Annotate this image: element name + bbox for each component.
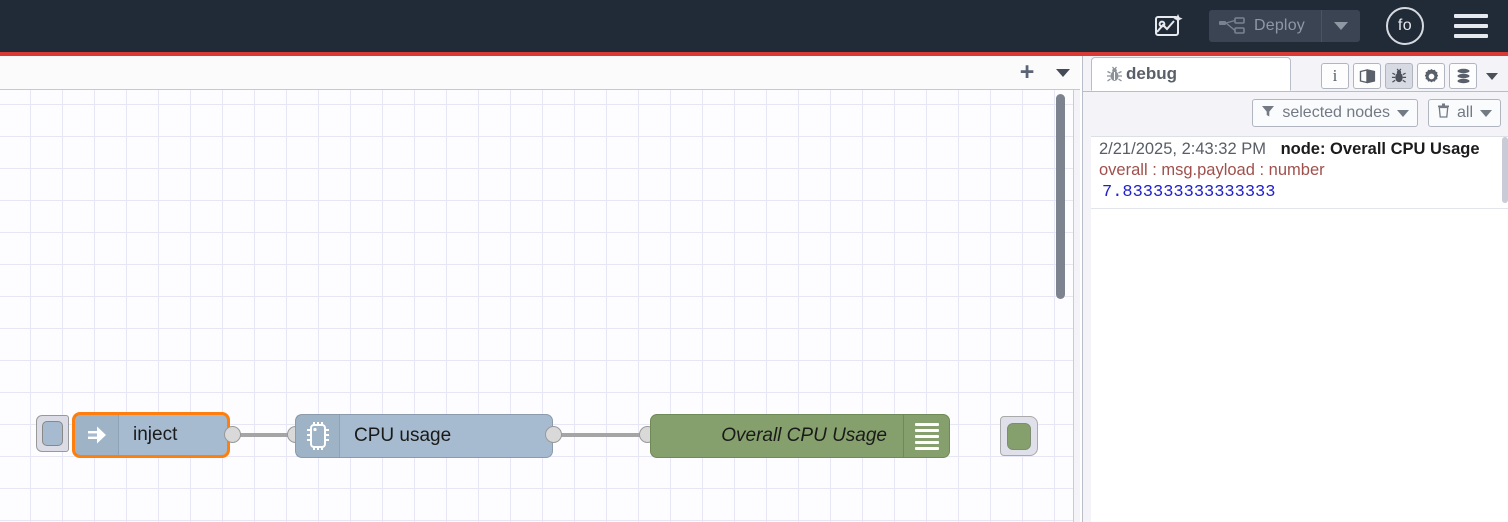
debug-clear-button[interactable]: all: [1427, 99, 1501, 127]
info-tab-icon[interactable]: i: [1321, 63, 1349, 89]
hamburger-menu-icon[interactable]: [1454, 11, 1488, 41]
filter-funnel-icon: [1261, 104, 1275, 123]
chevron-down-icon: [1480, 109, 1492, 117]
help-book-icon[interactable]: [1353, 63, 1381, 89]
app-header: Deploy fo: [0, 0, 1508, 52]
ai-flow-generate-icon[interactable]: [1147, 4, 1191, 48]
node-inject-label: inject: [133, 424, 178, 445]
bug-icon: [1106, 66, 1123, 83]
trash-icon: [1437, 103, 1450, 123]
inject-trigger-glyph: [42, 421, 63, 446]
debug-enable-toggle[interactable]: [1000, 416, 1038, 456]
add-flow-button[interactable]: +: [1019, 58, 1035, 86]
debug-tab-icon[interactable]: [1385, 63, 1413, 89]
debug-enable-glyph: [1007, 422, 1031, 450]
sidebar: debug i: [1082, 56, 1508, 522]
flow-tab-bar: +: [0, 56, 1080, 90]
sidebar-tab-bar: debug i: [1083, 56, 1508, 92]
context-data-icon[interactable]: [1449, 63, 1477, 89]
header-actions: Deploy fo: [1147, 4, 1508, 48]
deploy-nodes-icon: [1218, 17, 1245, 35]
wire-cpu-to-debug[interactable]: [553, 433, 651, 437]
debug-message-header: 2/21/2025, 2:43:32 PM node: Overall CPU …: [1099, 140, 1508, 159]
node-debug-label: Overall CPU Usage: [721, 425, 887, 446]
node-inject[interactable]: inject: [72, 412, 230, 458]
inject-trigger-button[interactable]: [36, 415, 69, 452]
port-inject-output[interactable]: [224, 426, 241, 443]
debug-node-filter-button[interactable]: selected nodes: [1252, 99, 1418, 127]
sidebar-tool-buttons: i: [1321, 63, 1508, 91]
port-cpu-output[interactable]: [545, 426, 562, 443]
deploy-divider: [1321, 10, 1322, 42]
sidebar-more-menu-button[interactable]: [1481, 63, 1503, 89]
debug-message-value: 7.833333333333333: [1102, 183, 1276, 202]
deploy-dropdown-toggle[interactable]: [1322, 10, 1360, 42]
microchip-icon: [296, 415, 340, 457]
chevron-down-icon: [1486, 72, 1498, 80]
chevron-down-icon: [1396, 109, 1409, 117]
debug-message-row[interactable]: 2/21/2025, 2:43:32 PM node: Overall CPU …: [1091, 137, 1508, 209]
debug-message-topic: overall : msg.payload : number: [1099, 161, 1325, 179]
workspace: + inject: [0, 56, 1080, 522]
canvas-scroll-gutter: [1073, 90, 1080, 522]
debug-filter-bar: selected nodes all: [1083, 92, 1508, 134]
debug-list-scrollbar[interactable]: [1502, 137, 1508, 203]
header-accent-line: [0, 52, 1508, 56]
tab-debug-label: debug: [1126, 64, 1177, 83]
user-avatar-initials: fo: [1397, 17, 1413, 34]
chevron-down-icon: [1056, 68, 1070, 77]
debug-node-filter-label: selected nodes: [1282, 104, 1390, 121]
flow-list-menu-button[interactable]: [1046, 58, 1080, 88]
chevron-down-icon: [1334, 22, 1348, 30]
wire-inject-to-cpu[interactable]: [236, 433, 298, 437]
tab-debug[interactable]: debug: [1091, 57, 1291, 91]
node-cpu-usage-label: CPU usage: [354, 425, 452, 446]
deploy-button-label: Deploy: [1253, 17, 1305, 34]
canvas-vertical-scrollbar[interactable]: [1056, 94, 1065, 299]
debug-clear-label: all: [1456, 104, 1473, 121]
flow-canvas[interactable]: inject: [0, 90, 1080, 522]
deploy-button[interactable]: Deploy: [1208, 10, 1360, 42]
debug-message-source-node[interactable]: node: Overall CPU Usage: [1280, 140, 1480, 158]
debug-message-list[interactable]: 2/21/2025, 2:43:32 PM node: Overall CPU …: [1091, 136, 1508, 522]
node-debug-overall-cpu[interactable]: Overall CPU Usage: [650, 414, 950, 458]
user-avatar[interactable]: fo: [1386, 7, 1424, 45]
config-gear-icon[interactable]: [1417, 63, 1445, 89]
node-cpu-usage[interactable]: CPU usage: [295, 414, 553, 458]
debug-message-timestamp: 2/21/2025, 2:43:32 PM: [1099, 140, 1266, 158]
debug-lines-icon: [903, 415, 949, 457]
inject-arrow-icon: [75, 415, 119, 455]
